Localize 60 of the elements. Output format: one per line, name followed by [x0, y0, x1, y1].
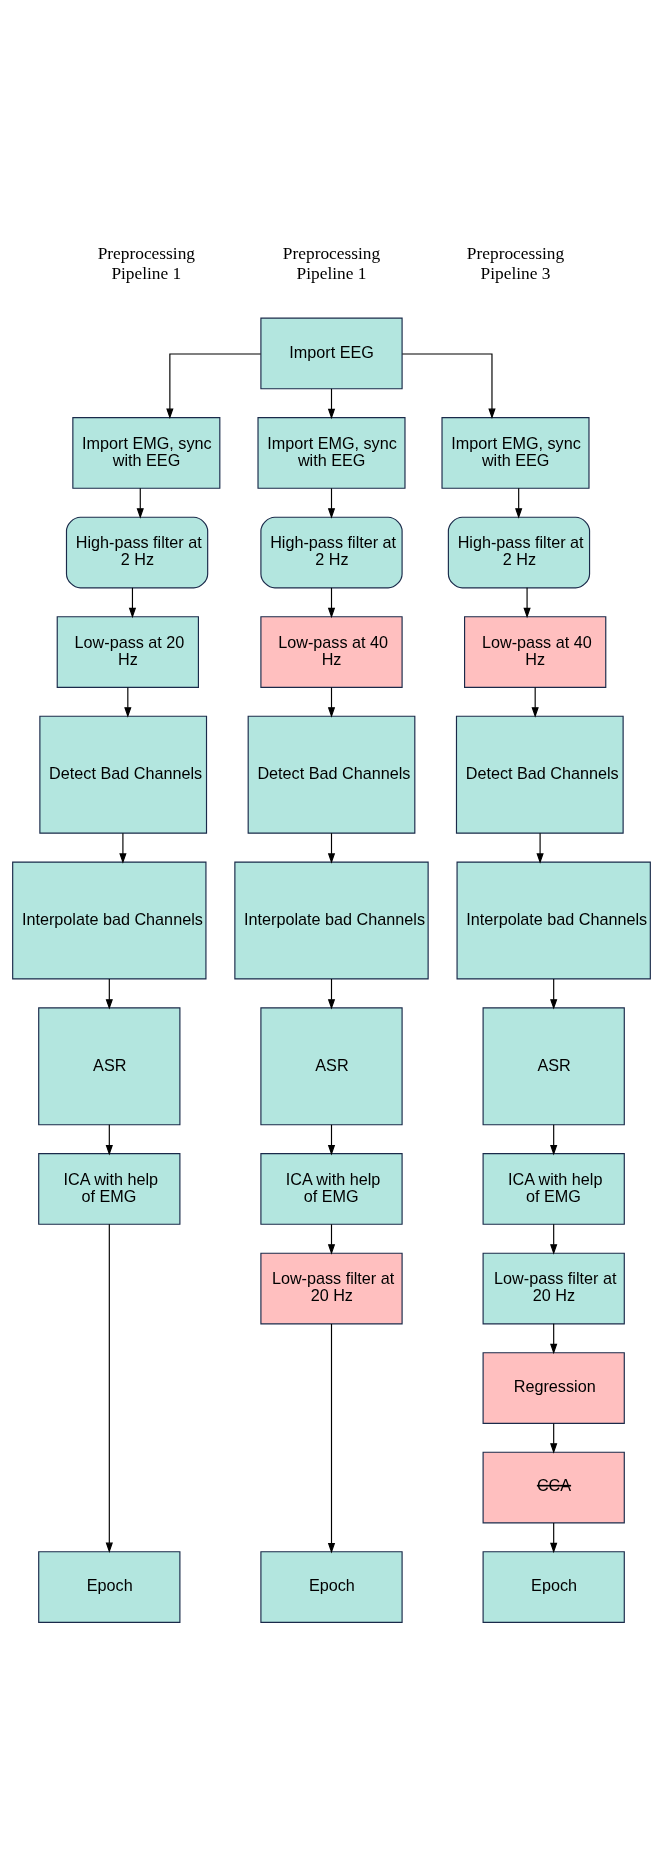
label: Preprocessing Pipeline 1 [282, 244, 381, 283]
node-box: Import EMG, sync with EEG [72, 417, 221, 489]
node-box: Import EMG, sync with EEG [441, 417, 590, 489]
node-box: ICA with help of EMG [38, 1153, 181, 1225]
arrow [515, 487, 523, 519]
arrow [550, 978, 558, 1010]
arrow [124, 686, 132, 718]
node-box: Interpolate bad Channels [12, 861, 207, 980]
node-box: Low-pass filter at 20 Hz [260, 1252, 403, 1325]
arrow [550, 1323, 558, 1355]
arrow [136, 487, 144, 519]
arrow [531, 686, 539, 718]
arrow [327, 1124, 336, 1156]
node-box: ASR [482, 1007, 625, 1126]
node-box: High-pass filter at 2 Hz [65, 516, 209, 589]
node-box: ASR [38, 1007, 181, 1126]
arrow [327, 587, 336, 619]
node-box: ICA with help of EMG [482, 1153, 625, 1225]
arrow [550, 1422, 558, 1454]
arrow [550, 1223, 558, 1255]
node-box: Detect Bad Channels [39, 715, 208, 834]
node-box: CCA [482, 1451, 625, 1524]
node-box: Epoch [260, 1551, 403, 1623]
arrow [327, 978, 336, 1010]
arrow [536, 832, 544, 864]
node-box: Import EEG [260, 317, 403, 390]
node-box: Interpolate bad Channels [456, 861, 651, 980]
arrow [327, 1223, 336, 1255]
node-box: Epoch [38, 1551, 181, 1623]
node-box: Low-pass at 40 Hz [464, 616, 607, 688]
node-box: High-pass filter at 2 Hz [447, 516, 591, 589]
node-box: Import EMG, sync with EEG [257, 417, 406, 489]
arrow [166, 353, 262, 419]
arrow [105, 1124, 113, 1156]
label: Preprocessing Pipeline 3 [466, 244, 565, 283]
node-box: Low-pass filter at 20 Hz [482, 1252, 625, 1325]
node-box: Interpolate bad Channels [234, 861, 429, 980]
node-box: Detect Bad Channels [455, 715, 624, 834]
arrow [105, 978, 113, 1010]
node-box: Detect Bad Channels [247, 715, 416, 834]
node-box: Low-pass at 40 Hz [260, 616, 403, 688]
arrow [327, 1323, 336, 1554]
arrow [327, 832, 336, 864]
node-box: Regression [482, 1352, 625, 1424]
arrow [128, 587, 137, 619]
arrow [119, 832, 127, 864]
arrow [327, 487, 336, 519]
arrow [105, 1223, 113, 1553]
node-box: Low-pass at 20 Hz [56, 616, 199, 688]
node-box: Epoch [482, 1551, 625, 1623]
node-box: High-pass filter at 2 Hz [260, 516, 403, 589]
arrow [327, 388, 336, 420]
arrow [550, 1522, 558, 1554]
arrow [523, 587, 531, 619]
arrow [401, 353, 496, 419]
label: Preprocessing Pipeline 1 [97, 244, 195, 283]
node-box: ASR [260, 1007, 403, 1126]
arrow [327, 686, 336, 718]
node-box: ICA with help of EMG [260, 1153, 403, 1225]
arrow [550, 1124, 558, 1156]
